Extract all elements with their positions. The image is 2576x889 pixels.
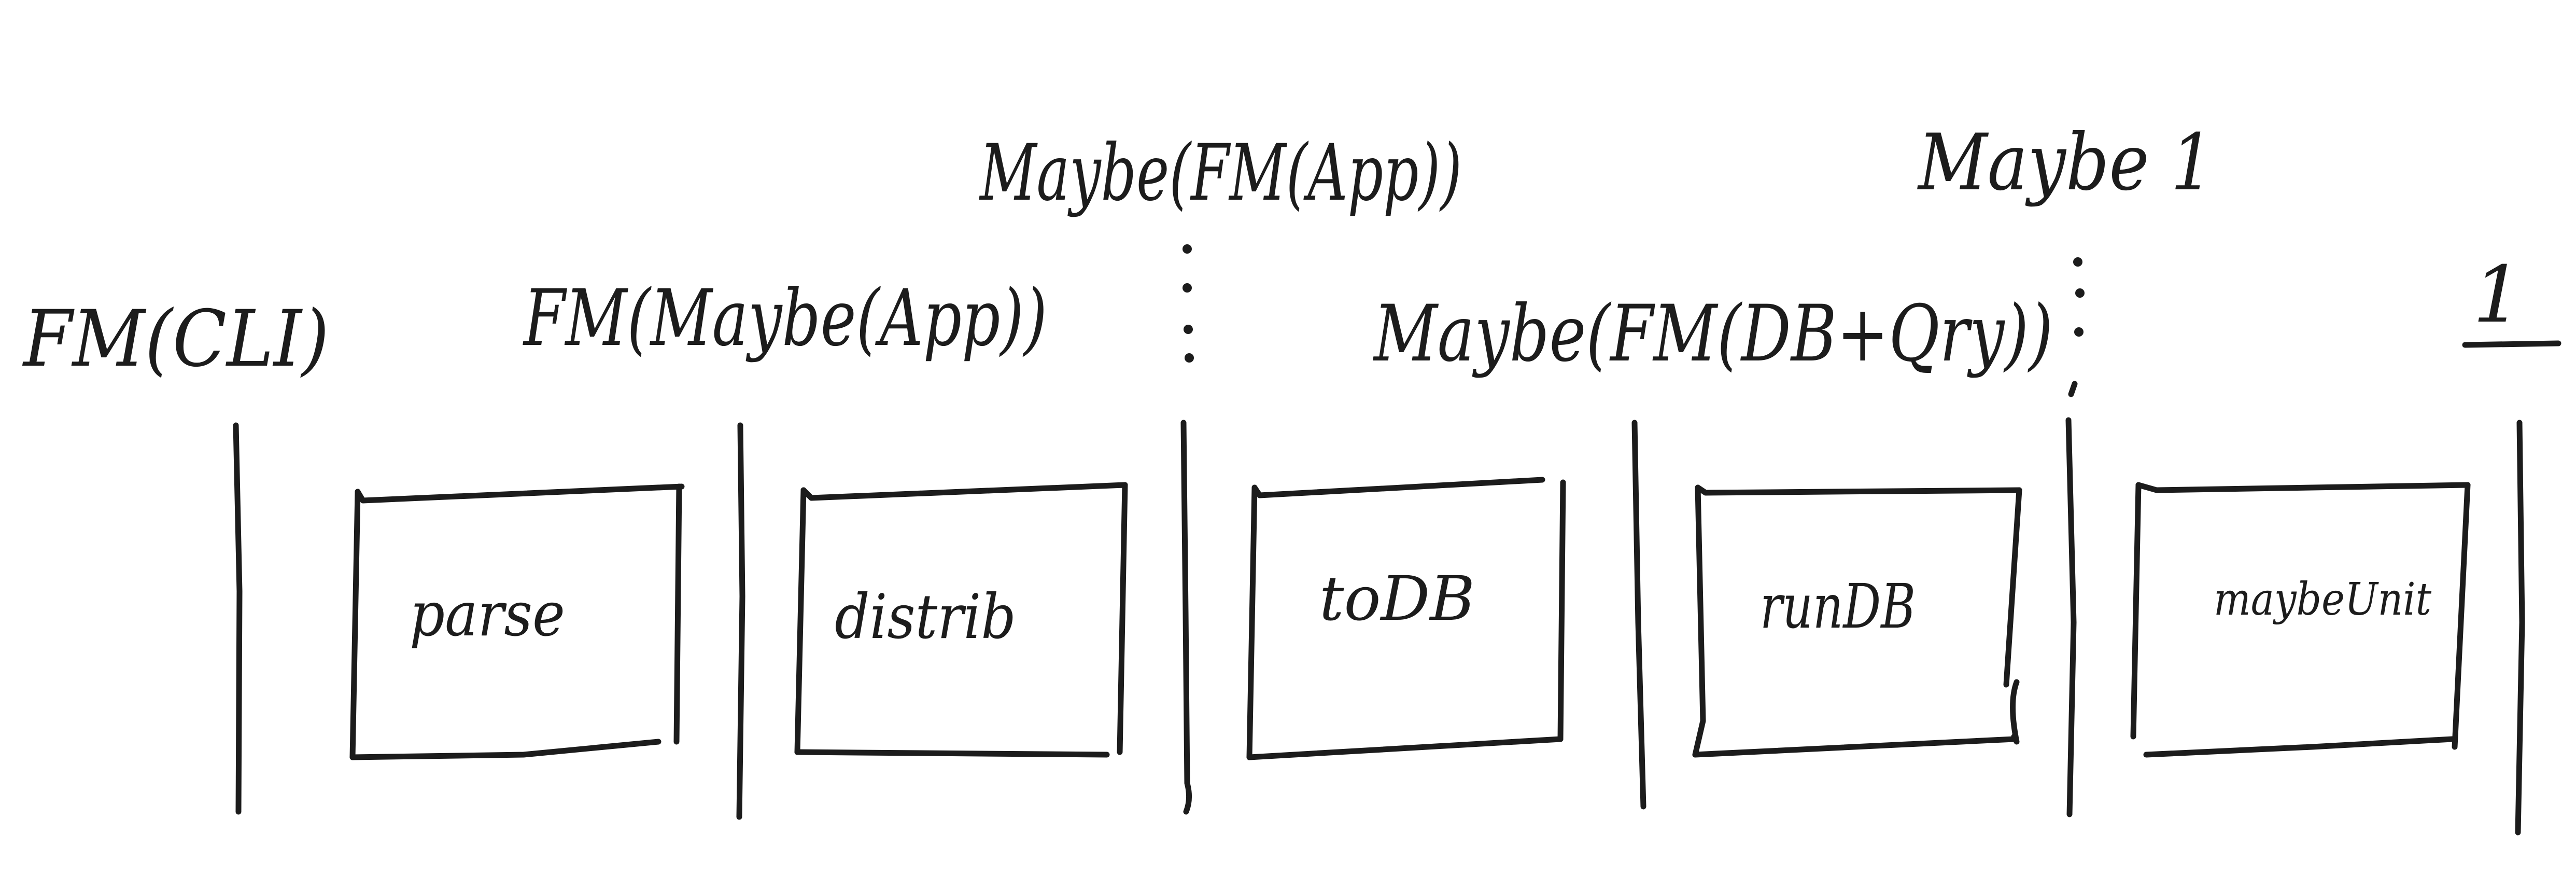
stage-box-todb: toDB	[1246, 477, 1566, 760]
separator-line-1	[233, 422, 243, 815]
separator-line-2	[736, 422, 745, 820]
separator-line-5	[2065, 417, 2077, 817]
stage-box-maybeunit: maybeUnit	[2130, 482, 2471, 758]
stage-box-rundb: runDB	[1692, 484, 2022, 758]
stage-label-maybeunit: maybeUnit	[2214, 574, 2431, 626]
stage-label-rundb: runDB	[1760, 571, 1916, 642]
separator-line-4	[1631, 420, 1646, 810]
type-label-unit: 1	[2473, 250, 2522, 340]
separator-line-6	[2515, 420, 2525, 836]
stage-box-distrib: distrib	[794, 482, 1128, 758]
stage-label-distrib: distrib	[835, 581, 1016, 652]
stage-label-todb: toDB	[1319, 563, 1475, 634]
stage-box-parse: parse	[349, 483, 685, 760]
type-label-cli: FM(CLI)	[22, 294, 329, 384]
type-label-maybe-unit: Maybe 1	[1917, 118, 2214, 208]
type-label-db-qry: Maybe(FM(DB+Qry))	[1373, 289, 2053, 379]
dotted-separator-2	[2068, 257, 2085, 397]
type-label-maybe-app: FM(Maybe(App))	[523, 273, 1047, 364]
stage-label-parse: parse	[410, 578, 565, 650]
separator-line-3	[1180, 420, 1192, 815]
type-label-fm-app: Maybe(FM(App))	[979, 128, 1462, 218]
unit-underline	[2462, 340, 2561, 348]
dotted-separator-1	[1183, 244, 1194, 363]
